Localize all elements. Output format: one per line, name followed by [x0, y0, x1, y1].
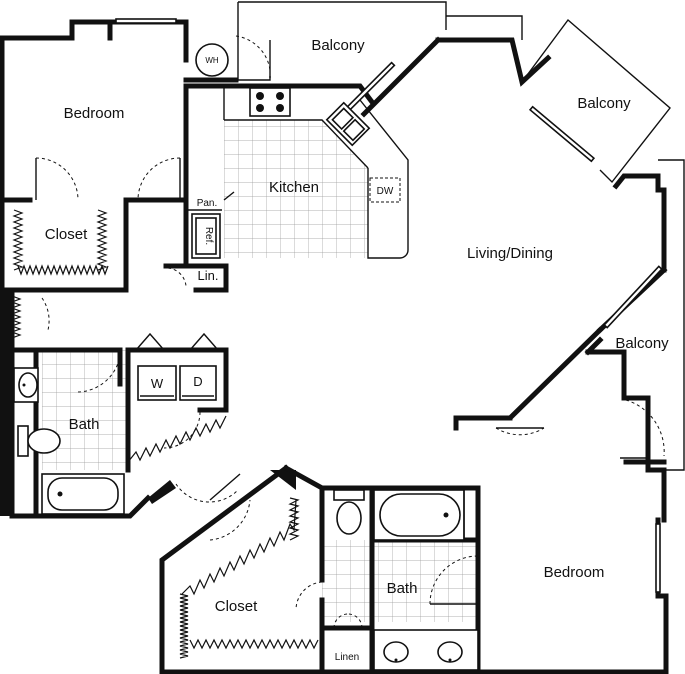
sink-icon [437, 641, 463, 663]
bath-label: Bath [69, 416, 100, 433]
tile-floors [42, 120, 478, 622]
stove-icon [249, 87, 291, 117]
kitchen-label: Kitchen [269, 179, 319, 196]
kitchen-sink-icon [325, 101, 371, 147]
doors [35, 35, 665, 629]
sink-icon [383, 641, 409, 663]
bath-1-fixtures [13, 367, 125, 515]
toilet-icon [336, 501, 362, 535]
sink-icon [18, 372, 38, 398]
interior-walls [0, 36, 668, 674]
balcony-right-label: Balcony [615, 335, 669, 352]
bedroom-label: Bedroom [64, 105, 125, 122]
bath-label: Bath [387, 580, 418, 597]
laundry-fixtures [135, 332, 219, 401]
wall-accents [0, 290, 296, 516]
closet-label: Closet [215, 598, 258, 615]
dryer-label: D [193, 374, 202, 389]
living-dining-label: Living/Dining [467, 245, 553, 262]
closet-label: Closet [45, 226, 88, 243]
room-labels: Bedroom Closet Bath Kitchen Living/Dinin… [45, 37, 669, 615]
linen-label: Linen [335, 652, 359, 663]
dishwasher-label: DW [377, 186, 394, 197]
toilet-icon [27, 428, 61, 454]
balcony-top-label: Balcony [311, 37, 365, 54]
closet-rods [10, 209, 319, 659]
fixture-labels: WH Pan. Ref. Lin. DW W D Linen [151, 56, 394, 663]
bedroom-label: Bedroom [544, 564, 605, 581]
dryer-icon [179, 365, 217, 401]
dishwasher-icon [369, 177, 401, 203]
kitchen-fixtures [186, 43, 409, 259]
balcony-corner-label: Balcony [577, 95, 631, 112]
water-heater-label: WH [205, 56, 219, 65]
linen-closet-label: Lin. [198, 268, 219, 283]
pantry-label: Pan. [197, 198, 218, 209]
washer-label: W [151, 376, 164, 391]
bath-2-fixtures [333, 489, 479, 671]
washer-icon [137, 365, 177, 401]
refrigerator-label: Ref. [203, 227, 214, 245]
water-heater-icon [195, 43, 229, 77]
